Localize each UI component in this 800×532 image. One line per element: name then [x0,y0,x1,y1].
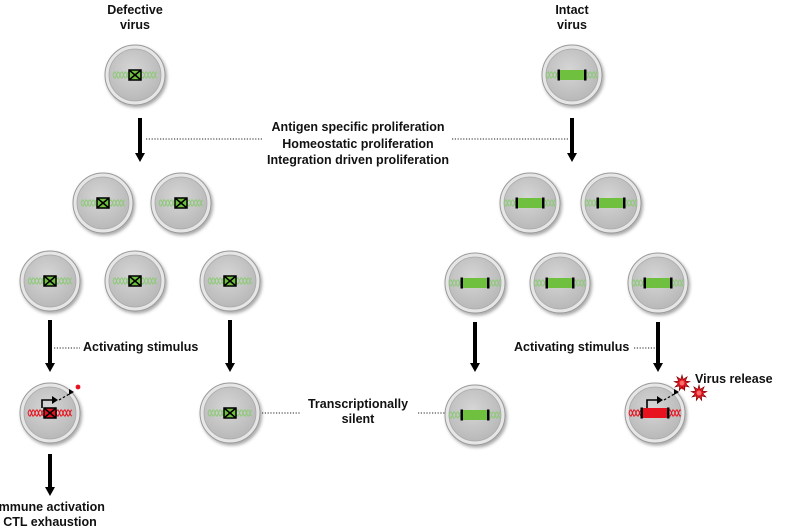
defective-cell-r2-1 [72,172,134,234]
defective-provirus-icon [43,275,57,287]
intact-line-1: Intact [555,3,589,17]
intact-provirus-icon [596,197,626,209]
outcome-line-2: CTL exhaustion [3,515,97,529]
defective-cell-r3-1 [19,250,81,312]
intact-provirus-icon [460,277,490,289]
intact-cell-r2-2 [580,172,642,234]
outcome-line-1: Immune activation [0,500,105,514]
intact-provirus-icon [460,409,490,421]
virion-icon-2 [690,383,708,402]
intact-virus-label: Intact virus [555,3,588,33]
arrow-defective-activation [45,320,55,372]
defective-provirus-icon [43,407,57,419]
defective-cell-r3-2 [104,250,166,312]
intact-provirus-icon [515,197,545,209]
proliferation-line-1: Antigen specific proliferation [271,120,445,134]
defective-provirus-icon [96,197,110,209]
proliferation-label: Antigen specific proliferation Homeostat… [267,119,449,169]
proliferation-line-3: Integration driven proliferation [267,153,449,167]
intact-cell-r3-3 [627,252,689,314]
intact-cell-r3-1 [444,252,506,314]
arrow-intact-activation [653,322,663,372]
intact-cell-activated [624,382,686,444]
defective-cell-top [104,44,166,106]
arrow-immune-activation [45,454,55,496]
virion-icon-1 [673,373,691,392]
defective-virus-label: Defective virus [107,3,163,33]
defective-provirus-icon [223,407,237,419]
outcome-label: Immune activation CTL exhaustion [0,500,105,530]
intact-cell-top [541,44,603,106]
proliferation-line-2: Homeostatic proliferation [282,136,434,151]
defective-cell-r2-2 [150,172,212,234]
rna-dot-icon [75,384,81,390]
intact-cell-r3-2 [529,252,591,314]
defective-provirus-icon [128,69,142,81]
defective-cell-silent [199,382,261,444]
arrow-defective-proliferation [135,118,145,162]
silent-line-1: Transcriptionally [307,397,409,411]
defective-cell-r3-3 [199,250,261,312]
transcription-arrow-icon [41,389,74,408]
defective-provirus-icon [223,275,237,287]
intact-provirus-icon [643,277,673,289]
defective-line-2: virus [120,18,150,32]
virus-release-label: Virus release [695,372,773,386]
intact-cell-silent [444,384,506,446]
intact-line-2: virus [557,18,587,32]
activating-stimulus-right-label: Activating stimulus [514,340,630,354]
arrow-intact-silent [470,322,480,372]
intact-provirus-icon [640,407,670,419]
intact-provirus-icon [545,277,575,289]
intact-provirus-icon [557,69,587,81]
defective-line-1: Defective [107,3,163,17]
arrow-intact-proliferation [567,118,577,162]
transcription-arrow-icon [646,389,679,408]
silent-line-2: silent [341,412,375,426]
transcriptionally-silent-label: Transcriptionally silent [308,397,408,427]
activating-stimulus-left-label: Activating stimulus [83,340,199,354]
intact-cell-r2-1 [499,172,561,234]
defective-provirus-icon [128,275,142,287]
arrow-defective-silent [225,320,235,372]
defective-cell-activated [19,382,81,444]
defective-provirus-icon [174,197,188,209]
